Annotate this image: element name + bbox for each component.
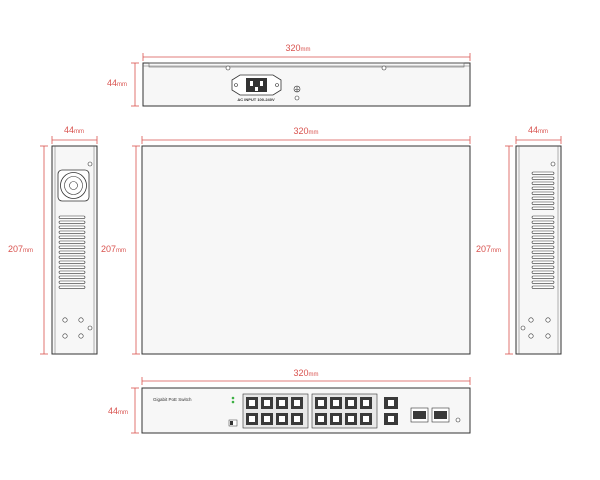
led-icon (231, 396, 235, 400)
screw-icon (550, 161, 556, 167)
reset-icon (455, 417, 461, 423)
led-icon (231, 400, 235, 404)
fan-icon (57, 169, 90, 202)
power-socket-icon (231, 74, 282, 96)
vent-slots (58, 215, 86, 289)
rj45-ports-group-1 (242, 393, 309, 429)
rear-panel (142, 62, 471, 107)
ground-icon (293, 85, 301, 101)
right-side-height-label: 207mm (476, 244, 501, 254)
mount-holes (62, 317, 93, 339)
left-side-view: 44mm 207mm (8, 125, 98, 355)
top-height-label: 207mm (101, 244, 126, 254)
mount-holes (520, 317, 551, 339)
front-view: 320mm 44mm Gigabit PoE Switch (108, 368, 471, 434)
power-label: AC INPUT 100-240V (237, 97, 275, 102)
left-side-width-label: 44mm (64, 125, 84, 135)
uplink-ports (384, 397, 398, 425)
left-side-height-label: 207mm (8, 244, 33, 254)
rear-view: 320mm 44mm AC INPUT 100-240V (107, 43, 471, 107)
rear-height-label: 44mm (107, 78, 127, 88)
right-side-panel (515, 145, 562, 355)
product-name: Gigabit PoE Switch (153, 397, 192, 402)
front-width-label: 320mm (293, 368, 318, 378)
front-height-label: 44mm (108, 406, 128, 416)
screw-icon (225, 65, 231, 71)
top-width-label: 320mm (293, 126, 318, 136)
top-view: 320mm 207mm (101, 126, 471, 355)
screw-icon (381, 65, 387, 71)
vent-slots (531, 171, 555, 289)
right-side-width-label: 44mm (528, 125, 548, 135)
sfp-ports (410, 407, 450, 423)
screw-icon (87, 161, 93, 167)
right-side-view: 44mm 207mm (476, 125, 562, 355)
rj45-ports-group-2 (311, 393, 378, 429)
top-panel (141, 145, 471, 355)
rear-width-label: 320mm (285, 43, 310, 53)
